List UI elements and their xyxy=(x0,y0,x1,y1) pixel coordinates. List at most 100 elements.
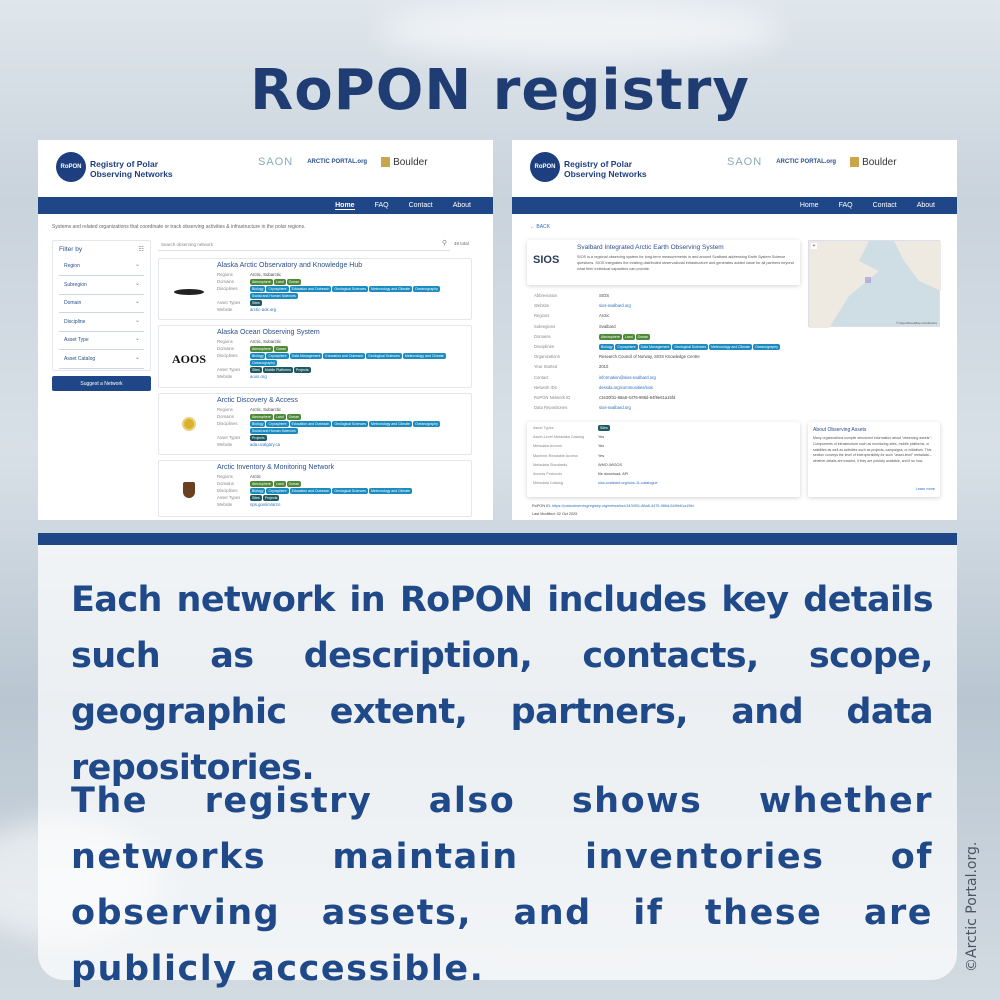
asset-type-tag[interactable]: Sites xyxy=(250,299,262,306)
tag[interactable]: Cryosphere xyxy=(615,344,638,351)
discipline-tag[interactable]: Biology xyxy=(250,487,266,494)
boulder-logo[interactable]: Boulder xyxy=(850,157,897,168)
tag[interactable]: Ocean xyxy=(635,333,650,340)
discipline-tag[interactable]: Cryosphere xyxy=(266,487,289,494)
discipline-tag[interactable]: Meteorology and Climate xyxy=(369,487,412,494)
discipline-tag[interactable]: Cryosphere xyxy=(266,285,289,292)
detail-link[interactable]: sios-svalbard.org xyxy=(599,303,631,309)
nav-contact[interactable]: Contact xyxy=(408,202,433,209)
filter-region[interactable]: Region⌄ xyxy=(59,258,144,276)
discipline-tag[interactable]: Meteorology and Climate xyxy=(369,420,412,427)
discipline-tag[interactable]: Cryosphere xyxy=(266,352,289,359)
discipline-tag[interactable]: Geological Sciences xyxy=(332,420,369,427)
discipline-tag[interactable]: Biology xyxy=(250,352,266,359)
network-name[interactable]: Alaska Arctic Observatory and Knowledge … xyxy=(217,262,363,269)
domain-tag[interactable]: Land xyxy=(273,413,286,420)
asset-type-tag[interactable]: Sites xyxy=(250,494,262,501)
network-card[interactable]: Alaska Arctic Observatory and Knowledge … xyxy=(158,258,472,320)
saon-logo[interactable]: SAON xyxy=(727,156,763,168)
domain-tag[interactable]: Land xyxy=(273,480,286,487)
tag[interactable]: Oceanography xyxy=(753,344,780,351)
discipline-tag[interactable]: Meteorology and Climate xyxy=(402,352,446,359)
nav-about[interactable]: About xyxy=(452,202,471,209)
search-input[interactable]: Search observing network ⚲ xyxy=(158,239,450,251)
discipline-tag[interactable]: Geological Sciences xyxy=(332,487,369,494)
discipline-tag[interactable]: Education and Outreach xyxy=(289,420,332,427)
website-link[interactable]: nps.gov/im/arcn xyxy=(250,501,281,507)
domain-tag[interactable]: Atmosphere xyxy=(250,413,273,420)
tag[interactable]: Biology xyxy=(599,344,615,351)
discipline-tag[interactable]: Biology xyxy=(250,420,266,427)
filter-discipline[interactable]: Discipline⌄ xyxy=(59,314,144,332)
detail-link[interactable]: dessda.org/communities/sios xyxy=(599,384,653,390)
discipline-tag[interactable]: Education and Outreach xyxy=(323,352,366,359)
saon-logo[interactable]: SAON xyxy=(258,156,294,168)
asset-type-tag[interactable]: Projects xyxy=(262,494,280,501)
network-name[interactable]: Arctic Inventory & Monitoring Network xyxy=(217,464,335,471)
learn-more-link[interactable]: Learn more xyxy=(915,487,935,491)
boulder-logo[interactable]: Boulder xyxy=(381,157,428,168)
discipline-tag[interactable]: Data Management xyxy=(289,352,323,359)
filter-subregion[interactable]: Subregion⌄ xyxy=(59,277,144,295)
discipline-tag[interactable]: Oceanography xyxy=(250,359,277,366)
discipline-tag[interactable]: Geological Sciences xyxy=(366,352,402,359)
discipline-tag[interactable]: Oceanography xyxy=(412,285,440,292)
domain-tag[interactable]: Atmosphere xyxy=(250,345,273,352)
domain-tag[interactable]: Land xyxy=(273,278,286,285)
back-link[interactable]: ← BACK xyxy=(530,224,551,230)
nav-home[interactable]: Home xyxy=(799,202,819,209)
nav-faq[interactable]: FAQ xyxy=(838,202,853,209)
nav-home[interactable]: Home xyxy=(335,201,355,210)
domain-tag[interactable]: Atmosphere xyxy=(250,278,273,285)
detail-link[interactable]: sios-svalbard.org xyxy=(599,405,631,411)
arctic-portal-logo[interactable]: ARCTIC PORTAL.org xyxy=(776,159,837,165)
tag[interactable]: Geological Sciences xyxy=(672,344,709,351)
asset-type-tag[interactable]: Projects xyxy=(250,434,267,441)
discipline-tag[interactable]: Social and Human Sciences xyxy=(250,292,298,299)
search-icon[interactable]: ⚲ xyxy=(441,240,447,247)
ropon-logo[interactable]: RoPON xyxy=(530,152,560,182)
asset-type-tag[interactable]: Mobile Platforms xyxy=(262,366,293,373)
domain-tag[interactable]: Ocean xyxy=(286,278,301,285)
map[interactable]: + © OpenStreetMap contributors xyxy=(808,240,941,328)
tag[interactable]: Sites xyxy=(598,425,610,431)
detail-link[interactable]: sios-svalbard.org/sios-11-catalogue xyxy=(598,481,658,486)
detail-link[interactable]: information@sios-svalbard.org xyxy=(599,374,656,380)
network-name[interactable]: Alaska Ocean Observing System xyxy=(217,329,320,336)
domain-tag[interactable]: Ocean xyxy=(273,345,289,352)
zoom-in-button[interactable]: + xyxy=(811,243,817,249)
ropon-id-link[interactable]: https://polarobservingregistry.org/netwo… xyxy=(552,504,694,508)
tag[interactable]: Data Management xyxy=(638,344,672,351)
suggest-network-button[interactable]: Suggest a Network xyxy=(52,376,151,391)
discipline-tag[interactable]: Social and Human Sciences xyxy=(250,427,298,434)
discipline-tag[interactable]: Cryosphere xyxy=(266,420,289,427)
network-name[interactable]: Arctic Discovery & Access xyxy=(217,397,298,404)
arctic-portal-logo[interactable]: ARCTIC PORTAL.org xyxy=(307,159,368,165)
filter-asset-catalog[interactable]: Asset Catalog⌄ xyxy=(59,351,144,369)
tag[interactable]: Meteorology and Climate xyxy=(709,344,753,351)
discipline-tag[interactable]: Oceanography xyxy=(412,420,440,427)
nav-faq[interactable]: FAQ xyxy=(374,202,389,209)
domain-tag[interactable]: Ocean xyxy=(286,480,301,487)
ropon-logo[interactable]: RoPON xyxy=(56,152,86,182)
domain-tag[interactable]: Ocean xyxy=(286,413,301,420)
filter-asset-type[interactable]: Asset Type⌄ xyxy=(59,332,144,350)
nav-about[interactable]: About xyxy=(916,202,935,209)
website-link[interactable]: ada.ucalgary.ca xyxy=(250,441,281,447)
tag[interactable]: Land xyxy=(622,333,635,340)
discipline-tag[interactable]: Geological Sciences xyxy=(332,285,369,292)
filter-settings-icon[interactable]: ☷ xyxy=(138,247,144,253)
domain-tag[interactable]: Atmosphere xyxy=(250,480,273,487)
tag[interactable]: Atmosphere xyxy=(599,333,622,340)
discipline-tag[interactable]: Education and Outreach xyxy=(289,487,332,494)
discipline-tag[interactable]: Meteorology and Climate xyxy=(369,285,412,292)
asset-type-tag[interactable]: Sites xyxy=(250,366,262,373)
asset-type-tag[interactable]: Projects xyxy=(293,366,311,373)
discipline-tag[interactable]: Education and Outreach xyxy=(289,285,332,292)
website-link[interactable]: arctic-aok.org xyxy=(250,306,277,312)
website-link[interactable]: aoos.org xyxy=(250,373,267,379)
discipline-tag[interactable]: Biology xyxy=(250,285,266,292)
